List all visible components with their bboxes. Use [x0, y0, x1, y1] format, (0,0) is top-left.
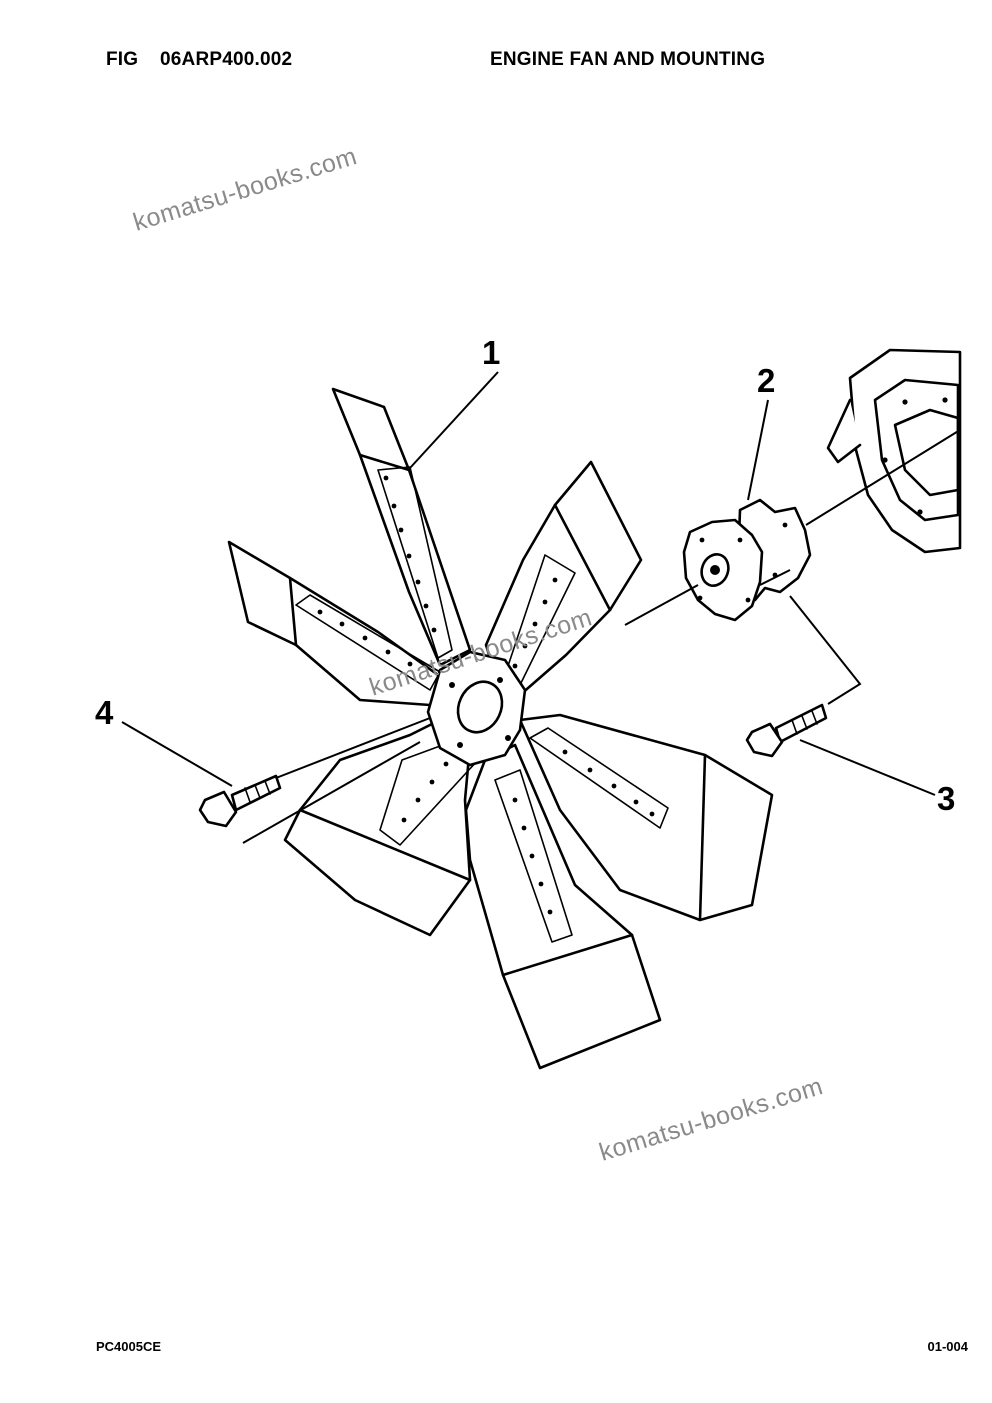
fan-blade-right [518, 713, 774, 922]
fan-hub [426, 650, 527, 767]
fan-blade-upper-right [484, 460, 643, 697]
engine-pulley-housing [826, 348, 962, 554]
callout-1: 1 [482, 334, 500, 371]
page-number: 01-004 [927, 1339, 968, 1354]
leader-lines [121, 371, 961, 844]
bolt-left [198, 774, 282, 828]
callout-2: 2 [757, 362, 775, 399]
bolt-right [745, 703, 828, 758]
fan-blade-top [331, 387, 472, 667]
callout-3: 3 [937, 780, 955, 817]
fan-blade-lower-left [283, 718, 479, 937]
fig-number: 06ARP400.002 [160, 49, 293, 70]
fan-spacer-hub [682, 498, 812, 622]
fan-blade-bottom [464, 743, 662, 1070]
page-title: ENGINE FAN AND MOUNTING [490, 49, 766, 70]
model-code: PC4005CE [96, 1339, 162, 1354]
callout-4: 4 [95, 694, 114, 731]
fig-label: FIG [106, 49, 139, 70]
